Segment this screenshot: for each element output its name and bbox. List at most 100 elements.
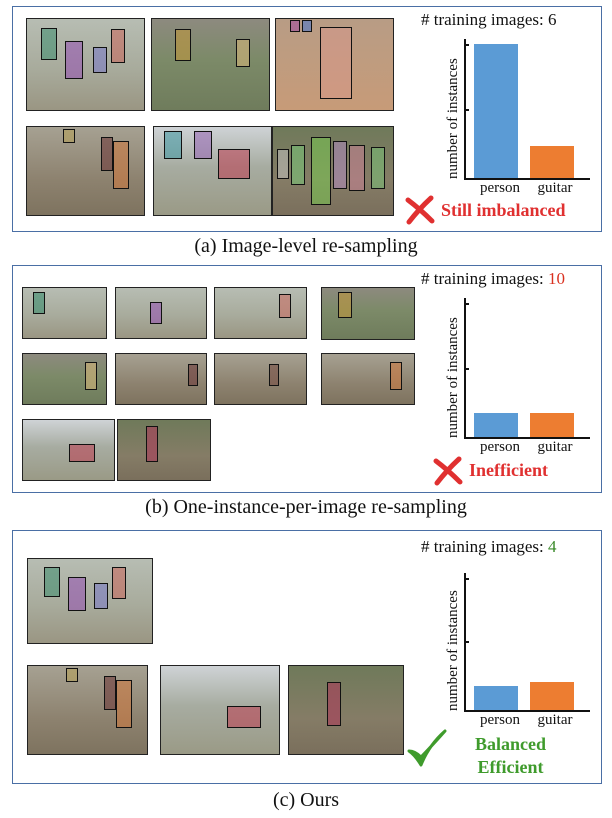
guitar-box bbox=[113, 141, 129, 189]
y-axis-tick bbox=[464, 641, 469, 643]
x-axis bbox=[464, 710, 590, 712]
guitar-box bbox=[116, 680, 132, 728]
person-box bbox=[277, 149, 289, 179]
x-axis bbox=[464, 178, 590, 180]
guitar-box bbox=[146, 426, 158, 462]
y-axis-tick bbox=[464, 109, 469, 111]
person-box bbox=[302, 20, 312, 32]
training-image bbox=[27, 558, 153, 644]
person-box bbox=[338, 292, 352, 318]
person-box bbox=[279, 294, 291, 318]
y-axis-tick bbox=[464, 303, 469, 305]
check-icon bbox=[407, 729, 447, 767]
training-image bbox=[321, 287, 415, 340]
guitar-box bbox=[69, 444, 95, 462]
x-tick-label-guitar: guitar bbox=[537, 439, 573, 455]
person-box bbox=[175, 29, 191, 61]
person-box bbox=[85, 362, 97, 390]
training-image bbox=[160, 665, 280, 755]
guitar-box bbox=[112, 567, 126, 599]
x-tick-label-person: person bbox=[480, 180, 520, 196]
guitar-box bbox=[66, 668, 78, 682]
training-image bbox=[153, 126, 272, 216]
caption-a: (a) Image-level re-sampling bbox=[194, 235, 418, 257]
person-box bbox=[269, 364, 279, 386]
verdict-text: Still imbalanced bbox=[441, 200, 566, 220]
cross-icon bbox=[433, 456, 463, 486]
person-box bbox=[188, 364, 198, 386]
training-image bbox=[26, 18, 145, 111]
guitar-box bbox=[327, 682, 341, 726]
caption-b: (b) One-instance-per-image re-sampling bbox=[145, 496, 467, 518]
person-box bbox=[291, 145, 305, 185]
guitar-box bbox=[227, 706, 261, 728]
training-image bbox=[214, 287, 307, 339]
training-image bbox=[117, 419, 211, 481]
person-box bbox=[41, 28, 57, 60]
x-tick-label-person: person bbox=[480, 439, 520, 455]
guitar-box bbox=[218, 149, 250, 179]
y-axis-tick bbox=[464, 578, 469, 580]
caption-c: (c) Ours bbox=[272, 789, 340, 811]
training-image bbox=[214, 353, 307, 405]
y-axis-label: number of instances bbox=[445, 58, 461, 179]
person-box bbox=[194, 131, 212, 159]
training-image bbox=[26, 126, 145, 216]
guitar-box bbox=[63, 129, 75, 143]
training-image-count: # training images: 6 bbox=[421, 10, 557, 29]
count-value: 4 bbox=[548, 537, 557, 556]
panel-one-instance: # training images: 10 number of instance… bbox=[12, 265, 602, 493]
bar-person bbox=[474, 412, 518, 437]
person-box bbox=[65, 41, 83, 79]
bar-person bbox=[474, 44, 518, 178]
training-image bbox=[115, 353, 207, 405]
person-box bbox=[33, 292, 45, 314]
x-tick-label-guitar: guitar bbox=[537, 180, 573, 196]
training-image-count: # training images: 10 bbox=[421, 269, 566, 288]
training-image-count: # training images: 4 bbox=[421, 537, 557, 556]
y-axis-tick bbox=[464, 368, 469, 370]
y-axis-tick bbox=[464, 44, 469, 46]
training-image bbox=[22, 287, 107, 339]
count-value: 10 bbox=[548, 269, 566, 288]
guitar-box bbox=[390, 362, 402, 390]
training-image bbox=[321, 353, 415, 405]
person-box bbox=[94, 583, 108, 609]
cross-icon bbox=[405, 195, 435, 225]
x-tick-label-person: person bbox=[480, 712, 520, 728]
training-image bbox=[27, 665, 148, 755]
person-box bbox=[93, 47, 107, 73]
y-axis-label: number of instances bbox=[445, 590, 461, 711]
person-box bbox=[371, 147, 385, 189]
person-box bbox=[150, 302, 162, 324]
training-image bbox=[22, 353, 107, 405]
count-value: 6 bbox=[548, 10, 557, 29]
training-image bbox=[275, 18, 394, 111]
training-image bbox=[151, 18, 270, 111]
training-image bbox=[272, 126, 394, 216]
person-box bbox=[290, 20, 300, 32]
training-image bbox=[288, 665, 404, 755]
panel-ours: # training images: 4 number of instances… bbox=[12, 530, 602, 784]
training-image bbox=[115, 287, 207, 339]
bar-guitar bbox=[530, 145, 574, 178]
person-box bbox=[68, 577, 86, 611]
training-image bbox=[22, 419, 115, 481]
person-box bbox=[44, 567, 60, 597]
x-tick-label-guitar: guitar bbox=[537, 712, 573, 728]
person-box bbox=[104, 676, 116, 710]
guitar-box bbox=[111, 29, 125, 63]
person-box bbox=[320, 27, 352, 99]
guitar-box bbox=[236, 39, 250, 67]
bar-person bbox=[474, 686, 518, 710]
person-box bbox=[349, 145, 365, 191]
x-axis bbox=[464, 437, 590, 439]
verdict-text: Inefficient bbox=[469, 460, 548, 480]
y-axis-label: number of instances bbox=[445, 317, 461, 438]
person-box bbox=[311, 137, 331, 205]
bar-guitar bbox=[530, 412, 574, 437]
panel-image-level: # training images: 6 number of instances… bbox=[12, 6, 602, 232]
bar-guitar bbox=[530, 682, 574, 710]
person-box bbox=[333, 141, 347, 189]
person-box bbox=[101, 137, 113, 171]
